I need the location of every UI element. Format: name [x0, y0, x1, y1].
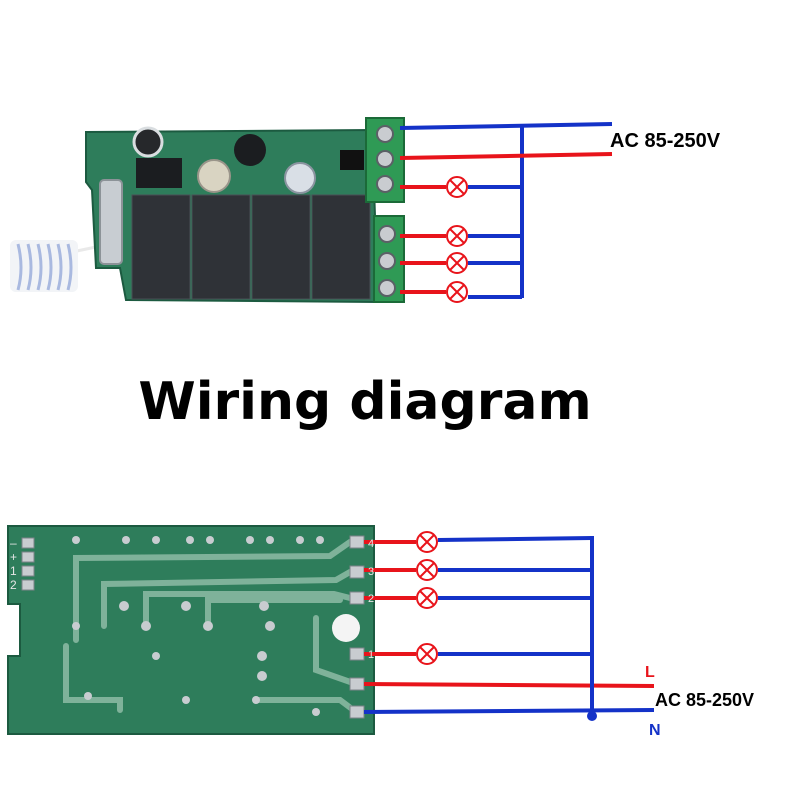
- antenna-coil-icon: [10, 240, 121, 292]
- top-wiring: [399, 122, 613, 299]
- edge-pin-header: [21, 537, 35, 591]
- capacitor: [197, 159, 231, 193]
- top-supply-label: AC 85-250V: [610, 130, 721, 152]
- lamp-symbol-icon: [416, 531, 438, 665]
- resistor: [340, 150, 364, 170]
- bottom-wiring: [363, 536, 655, 716]
- edge-pin-label-1: 1: [10, 564, 17, 578]
- capacitor: [284, 162, 316, 194]
- terminal-label-2: 2: [368, 593, 374, 605]
- neutral-label: N: [649, 722, 661, 739]
- edge-pin-label-2: 2: [10, 578, 17, 592]
- neutral-junction-dot: [587, 711, 597, 721]
- pcb-traces: [63, 539, 359, 715]
- edge-pin-label-plus: +: [10, 550, 17, 564]
- lamp-symbol-icon: [446, 176, 468, 303]
- terminal-label-4: 4: [368, 538, 374, 550]
- bottom-supply-label: AC 85-250V: [655, 690, 755, 710]
- relay-icon: [131, 194, 371, 300]
- crystal-oscillator: [99, 179, 123, 265]
- terminal-label-3: 3: [368, 566, 374, 578]
- edge-pin-label-minus: –: [10, 536, 17, 550]
- screw-terminal-icon: [376, 125, 396, 297]
- ic-chip: [136, 158, 182, 188]
- inductor: [234, 134, 266, 166]
- output-terminal-pads: [349, 535, 365, 719]
- mounting-hole: [332, 614, 360, 642]
- capacitor: [132, 126, 164, 158]
- terminal-label-1: 1: [368, 649, 374, 661]
- live-label: L: [645, 664, 655, 681]
- solder-pads: [72, 536, 324, 716]
- diagram-title: Wiring diagram: [138, 372, 592, 432]
- bottom-module: [7, 525, 375, 735]
- top-module: [10, 117, 405, 304]
